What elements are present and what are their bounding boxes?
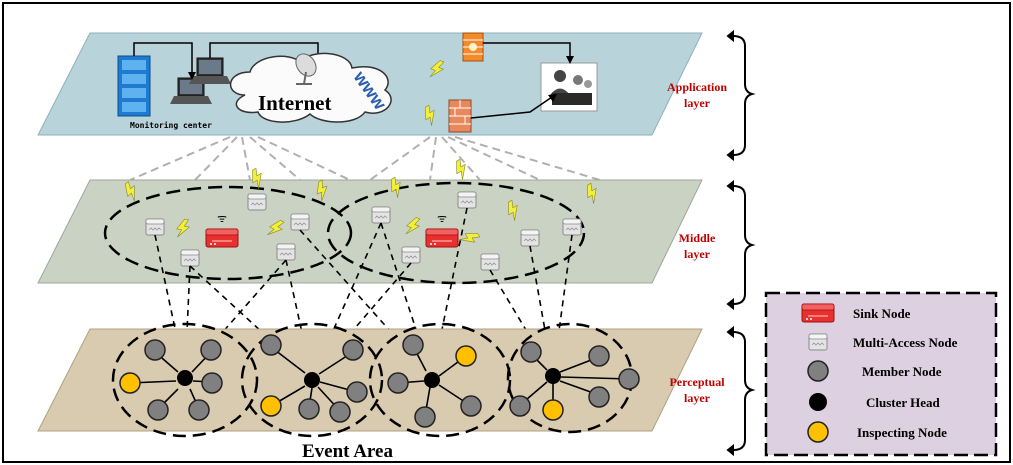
monitoring-center-label: Monitoring center	[130, 120, 212, 130]
legend-member-icon	[807, 360, 829, 382]
middle-layer-label: Middle	[679, 231, 716, 245]
multi-access-node-icon	[401, 246, 421, 264]
perceptual-layer-label: Perceptual	[669, 375, 725, 389]
multi-access-node-icon	[145, 218, 165, 236]
satellite-dish-icon	[295, 53, 317, 85]
middle-layer-plane	[37, 179, 703, 284]
legend-sink-label: Sink Node	[853, 306, 911, 321]
multi-access-node-icon	[457, 191, 477, 209]
legend-multi-access-label: Multi-Access Node	[853, 335, 958, 350]
sink-node-icon	[425, 228, 459, 248]
server-rack-icon	[117, 55, 151, 117]
layer-braces	[726, 29, 756, 457]
inspecting-nodes	[119, 345, 564, 421]
perceptual-layer-label-2: layer	[684, 391, 711, 405]
legend-inspecting-label: Inspecting Node	[857, 425, 947, 440]
legend-cluster-head-label: Cluster Head	[866, 395, 941, 410]
member-nodes	[144, 334, 640, 428]
middle-cluster-boundary	[103, 185, 353, 281]
laptop-icon	[189, 57, 231, 84]
firewall-brick-icon	[448, 99, 472, 133]
multi-access-node-icon	[480, 253, 500, 271]
wifi-icon: ᯤ	[217, 212, 227, 225]
perceptual-cluster-boundary	[240, 322, 384, 438]
application-layer-label-2: layer	[684, 96, 711, 110]
cluster-head-node	[177, 370, 193, 386]
internet-cloud-icon	[229, 52, 392, 123]
legend-cluster-head-icon	[809, 393, 827, 411]
sink-node-icon	[205, 228, 239, 248]
legend-inspecting-icon	[807, 421, 829, 443]
user-links	[470, 42, 574, 119]
middle-layer-label-2: layer	[684, 247, 711, 261]
remote-users-icon	[540, 62, 598, 112]
cluster-head-node	[304, 372, 320, 388]
event-area-label: Event Area	[302, 441, 393, 462]
wifi-icon: ᯤ	[437, 212, 447, 225]
multi-access-node-icon	[180, 249, 200, 267]
firewall-icon	[462, 32, 484, 62]
multi-access-node-icon	[520, 229, 540, 247]
app-to-middle-links	[129, 136, 601, 181]
perceptual-cluster-boundary	[111, 322, 259, 438]
multi-access-node-icon	[276, 243, 296, 261]
cluster-head-node	[545, 368, 561, 384]
legend-sink-icon	[801, 303, 835, 323]
multi-access-node-icon	[562, 218, 582, 236]
legend: Sink Node Multi-Access Node Member Node …	[764, 291, 998, 457]
perceptual-cluster-boundary	[368, 322, 512, 438]
middle-cluster-boundary	[326, 181, 586, 285]
multi-access-node-icon	[247, 193, 267, 211]
legend-multi-access-icon	[808, 333, 828, 351]
multi-access-node-icon	[290, 213, 310, 231]
application-layer-label: Application	[667, 80, 727, 94]
internet-label: Internet	[258, 91, 331, 115]
multi-access-node-icon	[371, 206, 391, 224]
cluster-head-node	[424, 372, 440, 388]
legend-member-label: Member Node	[862, 364, 942, 379]
